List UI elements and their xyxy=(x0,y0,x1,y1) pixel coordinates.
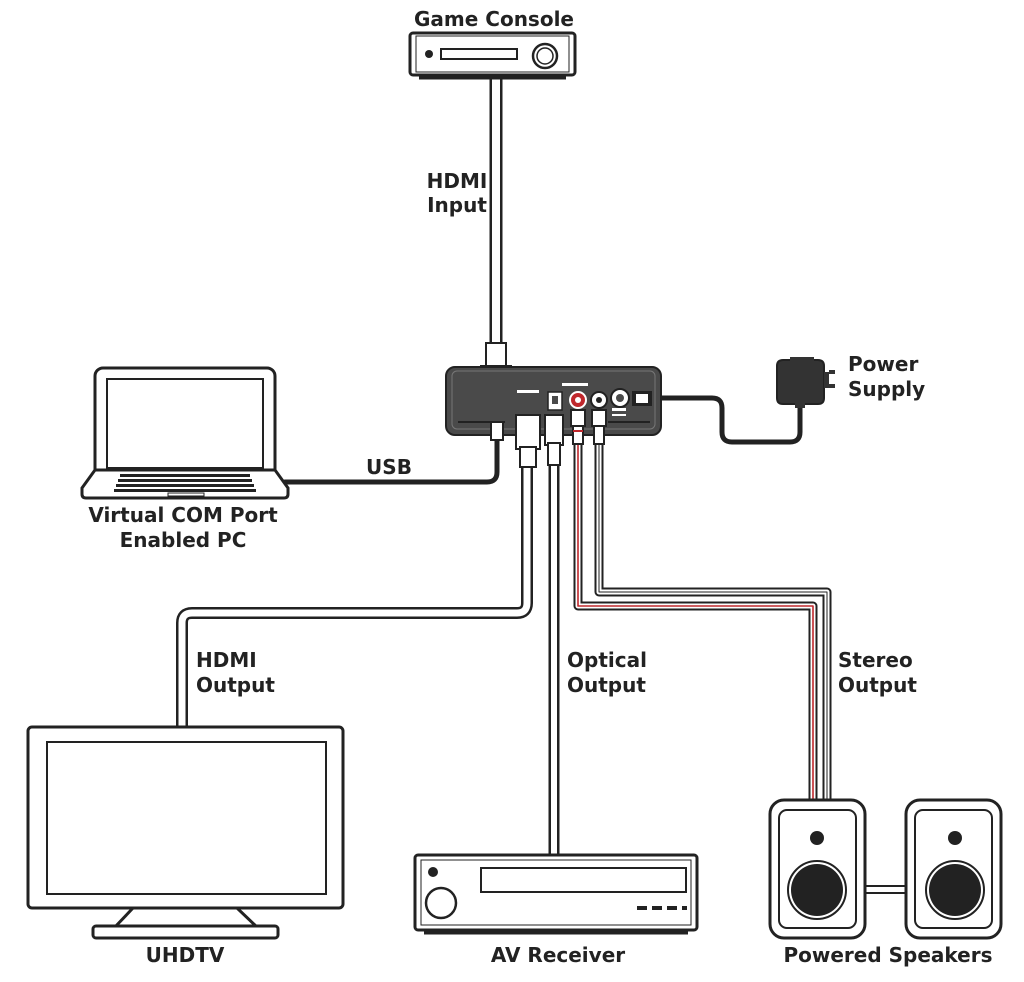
usb-cable xyxy=(282,437,500,485)
speaker-left xyxy=(768,798,867,940)
stereo-cable-red xyxy=(573,435,818,805)
hdmi-output-label-line2: Output xyxy=(196,673,275,697)
game-console xyxy=(408,31,577,80)
optical-output-label-line2: Output xyxy=(567,673,646,697)
stereo-output-label-line2: Output xyxy=(838,673,917,697)
power-cable xyxy=(647,395,803,445)
uhdtv xyxy=(26,725,345,940)
uhdtv-label: UHDTV xyxy=(146,943,225,967)
rca-plug-white xyxy=(591,409,607,445)
power-supply xyxy=(776,357,835,408)
hdmi-output-cable xyxy=(176,459,533,733)
av-receiver-label: AV Receiver xyxy=(491,943,625,967)
av-receiver xyxy=(413,853,699,935)
usb-plug xyxy=(490,421,504,441)
hdmi-output-label-line1: HDMI xyxy=(196,648,257,672)
power-supply-label-line1: Power xyxy=(848,352,918,376)
hdmi-input-label-line1: HDMI xyxy=(427,169,488,193)
receiver-buttons xyxy=(637,906,687,910)
laptop-keyboard xyxy=(114,474,256,492)
stereo-cable-white xyxy=(594,435,832,805)
speaker-right xyxy=(904,798,1003,940)
pc-label-line1: Virtual COM Port xyxy=(88,503,278,527)
optical-output-label-line1: Optical xyxy=(567,648,647,672)
pc-label-line2: Enabled PC xyxy=(120,528,247,552)
game-console-label: Game Console xyxy=(414,7,574,31)
power-supply-label-line2: Supply xyxy=(848,377,925,401)
speakers-label: Powered Speakers xyxy=(783,943,992,967)
powered-speakers xyxy=(768,798,1003,940)
hdmi-input-label-line2: Input xyxy=(427,193,487,217)
stereo-output-label-line1: Stereo xyxy=(838,648,913,672)
laptop xyxy=(80,366,290,500)
cables xyxy=(176,71,832,861)
hdmi-output-plug xyxy=(515,414,541,468)
usb-label: USB xyxy=(366,455,412,479)
rca-plug-red xyxy=(570,409,586,445)
optical-plug xyxy=(544,414,564,466)
